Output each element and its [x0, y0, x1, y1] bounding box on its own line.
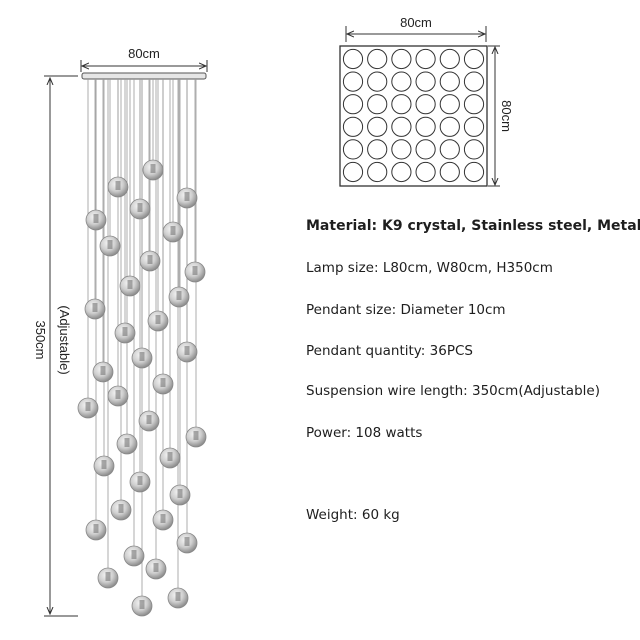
top-view-pendant — [367, 94, 388, 115]
crystal-pendant — [129, 198, 151, 220]
top-view-pendant — [415, 94, 436, 115]
top-view-frame — [339, 45, 488, 187]
top-view-pendant — [463, 71, 485, 92]
top-view-pendant — [463, 139, 485, 160]
top-view-pendant — [415, 139, 436, 160]
crystal-pendant — [93, 455, 115, 477]
top-view-pendant — [342, 161, 364, 183]
spec-lamp-size: Lamp size: L80cm, W80cm, H350cm — [306, 260, 553, 276]
crystal-pendant — [169, 484, 191, 506]
top-view-pendant — [367, 161, 388, 183]
adjustable-label: (Adjustable) — [57, 305, 72, 374]
crystal-pendant — [176, 187, 198, 209]
top-view-pendant — [463, 48, 485, 70]
crystal-pendant — [116, 433, 138, 455]
crystal-pendant — [110, 499, 132, 521]
crystal-pendant — [176, 532, 198, 554]
crystal-pendant — [119, 275, 141, 297]
crystal-pendant — [167, 587, 189, 609]
crystal-pendant — [168, 286, 190, 308]
spec-power: Power: 108 watts — [306, 425, 423, 441]
top-view-pendant — [391, 94, 412, 115]
top-view-pendant — [439, 116, 460, 137]
top-view-pendant — [439, 48, 460, 70]
crystal-pendant — [184, 261, 206, 283]
crystal-pendant — [92, 361, 114, 383]
crystal-pendant — [84, 298, 106, 320]
spec-pendant-size: Pendant size: Diameter 10cm — [306, 302, 506, 318]
top-view-pendant — [367, 116, 388, 137]
top-view-pendant — [367, 139, 388, 160]
top-view-pendant — [367, 71, 388, 92]
top-view-pendant — [439, 94, 460, 115]
top-view-pendant-grid — [342, 48, 485, 183]
crystal-pendant — [152, 373, 174, 395]
crystal-pendant — [114, 322, 136, 344]
top-view-pendant — [415, 161, 436, 183]
top-view-pendant — [439, 139, 460, 160]
crystal-pendant — [77, 397, 99, 419]
top-view-pendant — [342, 139, 364, 160]
spec-material: Material: K9 crystal, Stainless steel, M… — [306, 218, 640, 234]
spec-weight: Weight: 60 kg — [306, 507, 400, 523]
crystal-pendant — [85, 209, 107, 231]
crystal-pendants — [77, 159, 207, 617]
crystal-pendant — [147, 310, 169, 332]
top-view-pendant — [391, 71, 412, 92]
spec-pendant-quantity: Pendant quantity: 36PCS — [306, 343, 473, 359]
crystal-pendant — [176, 341, 198, 363]
crystal-pendant — [123, 545, 145, 567]
top-view-pendant — [391, 161, 412, 183]
crystal-pendant — [131, 595, 153, 617]
top-view-pendant — [439, 161, 460, 183]
crystal-pendant — [145, 558, 167, 580]
top-view-pendant — [415, 71, 436, 92]
crystal-pendant — [107, 385, 129, 407]
front-width-label: 80cm — [128, 46, 160, 61]
crystal-pendant — [131, 347, 153, 369]
top-view-pendant — [415, 116, 436, 137]
crystal-pendant — [138, 410, 160, 432]
front-width-dimension: 80cm — [80, 46, 208, 72]
height-label: 350cm — [33, 320, 48, 359]
top-view-pendant — [342, 116, 364, 137]
top-view: 80cm 80cm — [339, 15, 514, 187]
crystal-pendant — [85, 519, 107, 541]
top-view-pendant — [463, 161, 485, 183]
spec-suspension-wire: Suspension wire length: 350cm(Adjustable… — [306, 383, 600, 399]
top-view-pendant — [463, 116, 485, 137]
crystal-pendant — [97, 567, 119, 589]
top-depth-label: 80cm — [499, 100, 514, 132]
crystal-pendant — [185, 426, 207, 448]
height-dimension: 350cm (Adjustable) — [33, 75, 78, 617]
crystal-pendant — [159, 447, 181, 469]
crystal-pendant — [142, 159, 164, 181]
top-view-pendant — [391, 116, 412, 137]
crystal-pendant — [107, 176, 129, 198]
crystal-pendant — [162, 221, 184, 243]
suspension-wires — [87, 79, 197, 596]
top-view-pendant — [391, 48, 412, 70]
top-view-pendant — [463, 94, 485, 115]
top-view-pendant — [391, 139, 412, 160]
crystal-pendant — [99, 235, 121, 257]
ceiling-canopy — [81, 72, 207, 80]
top-width-label: 80cm — [400, 15, 432, 30]
top-view-pendant — [342, 94, 364, 115]
top-view-pendant — [367, 48, 388, 70]
top-view-pendant — [342, 71, 364, 92]
crystal-pendant — [152, 509, 174, 531]
crystal-pendant — [129, 471, 151, 493]
top-view-pendant — [415, 48, 436, 70]
top-view-pendant — [342, 48, 364, 70]
top-view-pendant — [439, 71, 460, 92]
crystal-pendant — [139, 250, 161, 272]
